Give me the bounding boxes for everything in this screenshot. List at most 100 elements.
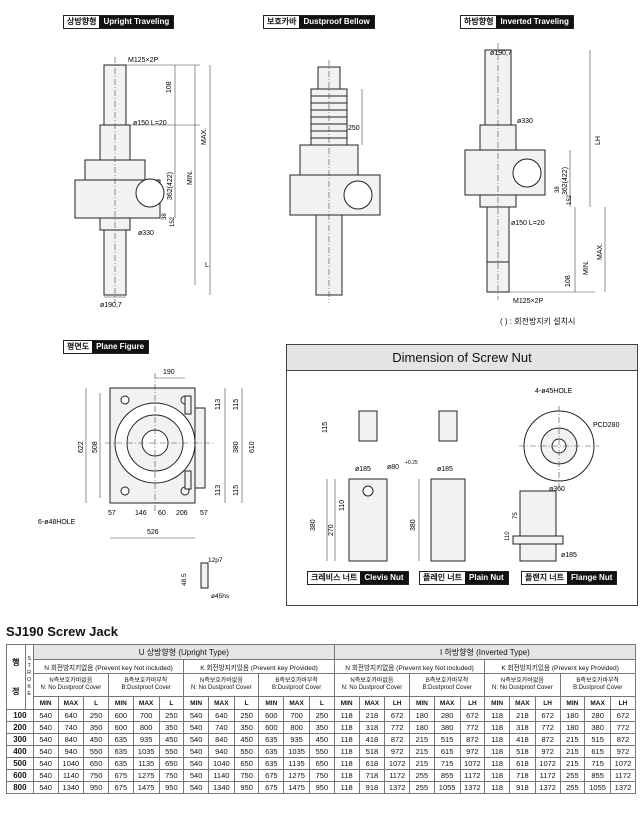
- value-cell: 1172: [610, 769, 636, 782]
- value-cell: 950: [233, 781, 260, 794]
- value-cell: 250: [233, 709, 260, 722]
- value-cell: 700: [132, 709, 160, 722]
- no-cover-header: N측보호카바없음 N: No Dustproof Cover: [484, 673, 561, 697]
- value-cell: 1172: [459, 769, 486, 782]
- nut-dim-115: 115: [322, 422, 329, 433]
- value-cell: 540: [32, 709, 59, 722]
- value-cell: 1372: [610, 781, 636, 794]
- nut-dim-110: 110: [339, 500, 346, 511]
- value-cell: 635: [108, 733, 134, 746]
- value-cell: 350: [83, 721, 110, 734]
- value-cell: 972: [610, 745, 636, 758]
- value-cell: 772: [459, 721, 486, 734]
- col-header-max: MAX: [358, 696, 386, 710]
- value-cell: 672: [384, 709, 411, 722]
- value-cell: 1072: [610, 757, 636, 770]
- value-cell: 600: [258, 709, 285, 722]
- value-cell: 118: [333, 721, 360, 734]
- value-cell: 935: [132, 733, 160, 746]
- value-cell: 1340: [57, 781, 85, 794]
- value-cell: 540: [183, 781, 209, 794]
- nut-flange-185: ø185: [561, 552, 577, 559]
- dim-152-inv: 152: [567, 194, 573, 205]
- value-cell: 255: [409, 769, 435, 782]
- value-cell: 650: [83, 757, 110, 770]
- value-cell: 750: [158, 769, 185, 782]
- dim-115: 115: [233, 399, 240, 410]
- nut-pcd280: PCD280: [593, 422, 620, 429]
- value-cell: 255: [409, 781, 435, 794]
- value-cell: 418: [509, 733, 536, 746]
- dim-362-inv: 362(422): [562, 167, 569, 195]
- value-cell: 118: [484, 721, 510, 734]
- stroke-cell: 200: [6, 721, 34, 734]
- value-cell: 540: [183, 769, 209, 782]
- cover-header: B측보호카바부착 B:Dustproof Cover: [108, 673, 185, 697]
- value-cell: 635: [258, 733, 285, 746]
- value-cell: 518: [509, 745, 536, 758]
- value-cell: 515: [433, 733, 461, 746]
- col-header-max: MAX: [433, 696, 461, 710]
- value-cell: 215: [409, 733, 435, 746]
- value-cell: 540: [32, 781, 59, 794]
- col-header-max: MAX: [283, 696, 310, 710]
- value-cell: 715: [433, 757, 461, 770]
- dim-min: MIN.: [187, 170, 194, 185]
- col-header-max: MAX: [132, 696, 160, 710]
- bellow-drawing: 250: [289, 60, 381, 303]
- value-cell: 215: [559, 745, 586, 758]
- value-cell: 540: [32, 757, 59, 770]
- value-cell: 950: [158, 781, 185, 794]
- value-cell: 380: [584, 721, 611, 734]
- value-cell: 1275: [132, 769, 160, 782]
- col-header-l: L: [83, 696, 110, 710]
- value-cell: 215: [559, 757, 586, 770]
- value-cell: 215: [409, 757, 435, 770]
- dim-113-b: 113: [215, 485, 222, 496]
- value-cell: 840: [207, 733, 235, 746]
- value-cell: 740: [207, 721, 235, 734]
- no-cover-header: N측보호카바없음 N: No Dustproof Cover: [183, 673, 260, 697]
- col-header-l: L: [308, 696, 335, 710]
- col-header-lh: LH: [610, 696, 636, 710]
- dim-330: ø330: [138, 230, 154, 237]
- dim-57: 57: [108, 510, 116, 517]
- value-cell: 215: [559, 733, 586, 746]
- value-cell: 872: [384, 733, 411, 746]
- value-cell: 1275: [283, 769, 310, 782]
- value-cell: 255: [559, 781, 586, 794]
- value-cell: 715: [584, 757, 611, 770]
- value-cell: 772: [384, 721, 411, 734]
- dim-L: L: [205, 262, 209, 269]
- dim-330-inv: ø330: [517, 118, 533, 125]
- value-cell: 450: [308, 733, 335, 746]
- value-cell: 672: [610, 709, 636, 722]
- value-cell: 1035: [132, 745, 160, 758]
- value-cell: 180: [409, 709, 435, 722]
- col-header-max: MAX: [207, 696, 235, 710]
- value-cell: 600: [258, 721, 285, 734]
- i-k-header: K 회전방지키있음 (Prevent key Provided): [484, 659, 636, 674]
- prevent-key-note: ( ) : 회전방지키 설치시: [500, 317, 576, 326]
- dim-150: ø150 L=20: [133, 120, 167, 127]
- i-n-header: N 회전방지키없음 (Prevent key Not included): [333, 659, 486, 674]
- value-cell: 118: [333, 757, 360, 770]
- value-cell: 640: [57, 709, 85, 722]
- value-cell: 600: [108, 721, 134, 734]
- value-cell: 650: [158, 757, 185, 770]
- value-cell: 750: [83, 769, 110, 782]
- value-cell: 118: [333, 733, 360, 746]
- inverted-type-header: I 하방향형 (Inverted Type): [333, 644, 637, 660]
- dim-m125-inv: M125×2P: [513, 298, 543, 305]
- value-cell: 218: [358, 709, 386, 722]
- value-cell: 1475: [132, 781, 160, 794]
- value-cell: 1135: [132, 757, 160, 770]
- value-cell: 972: [534, 745, 561, 758]
- dim-1907: ø190,7: [100, 302, 122, 309]
